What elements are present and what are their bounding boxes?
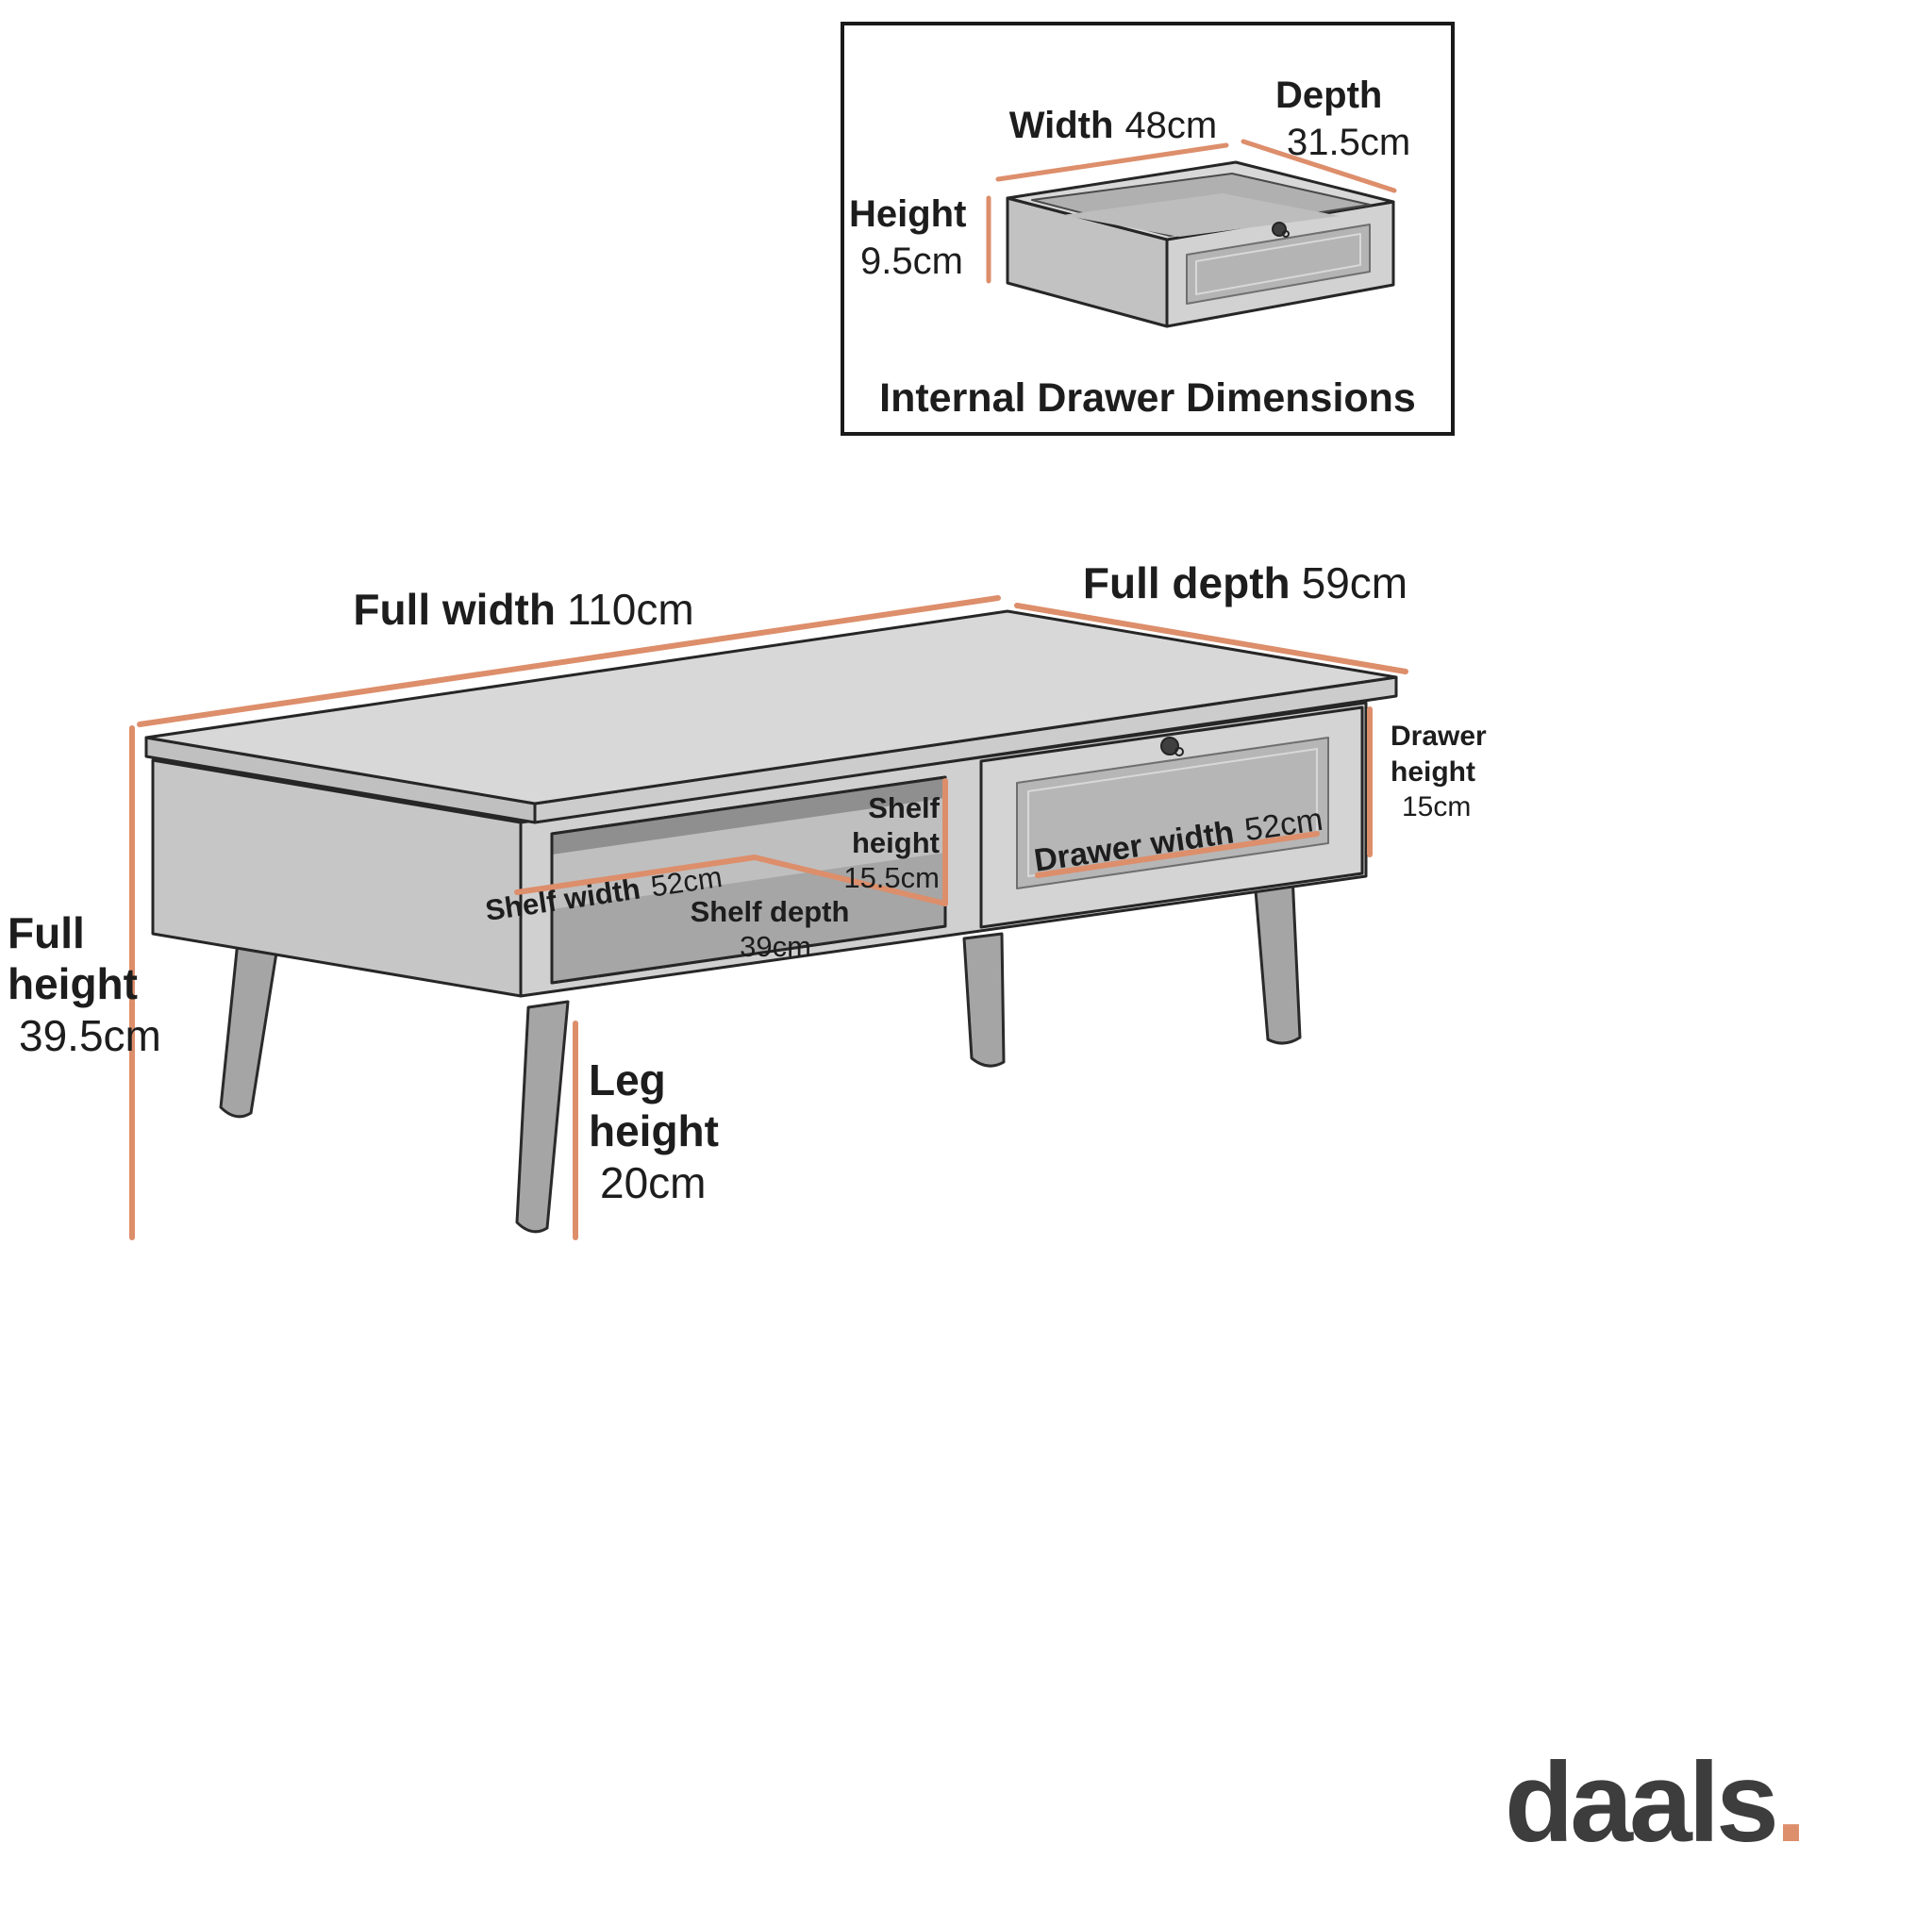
leg-height-label: Leg height 20cm (589, 1055, 719, 1207)
full-depth-line (1014, 603, 1408, 674)
inset-width-line (995, 142, 1229, 182)
drawer-height-label: Drawer height 15cm (1391, 721, 1487, 822)
inset-depth-label: Depth 31.5cm (1275, 75, 1411, 163)
shelf-width-line (514, 855, 758, 895)
inset-title: Internal Drawer Dimensions (879, 375, 1416, 421)
leg-front-right (1253, 872, 1302, 1045)
brand-logo-text: daals (1505, 1739, 1779, 1866)
shelf-ceiling-shadow (552, 777, 945, 855)
inset-dimension-lines (986, 139, 1397, 284)
leg-front-left (515, 1000, 570, 1234)
drawer-knob-icon (1160, 737, 1179, 755)
shelf-depth-line (752, 855, 948, 906)
inset-drawer-knob-ring-icon (1282, 230, 1290, 238)
shelf-floor (552, 853, 945, 983)
table-legs (219, 872, 1302, 1234)
inset-drawer-glass-inner-line (1195, 233, 1361, 295)
drawer-knob-ring-icon (1174, 747, 1184, 756)
drawer-width-line (1035, 831, 1320, 878)
brand-logo: daals. (1505, 1737, 1807, 1868)
inset-drawer-glass-panel (1186, 224, 1371, 305)
leg-back-right (962, 932, 1006, 1068)
inset-drawer-interior-floor (1062, 193, 1340, 237)
shelf-opening-outline (550, 775, 947, 985)
dimension-lines (129, 595, 1408, 1240)
drawer-glass-panel (1016, 737, 1329, 889)
full-width-line (137, 595, 1001, 727)
full-height-label: Full height 39.5cm (8, 908, 161, 1060)
inset-depth-line (1241, 139, 1397, 193)
shelf-opening (550, 775, 947, 985)
inset-drawer-illustration (1006, 160, 1395, 328)
brand-logo-dot: . (1774, 1739, 1807, 1866)
shelf-height-label: Shelf height 15.5cm (843, 791, 940, 895)
tabletop-surface (144, 609, 1398, 805)
leg-back-left (219, 939, 279, 1119)
inset-height-label: Height 9.5cm (849, 193, 967, 282)
shelf-depth-label: Shelf depth 39cm (690, 895, 850, 964)
inset-panel (841, 22, 1455, 436)
